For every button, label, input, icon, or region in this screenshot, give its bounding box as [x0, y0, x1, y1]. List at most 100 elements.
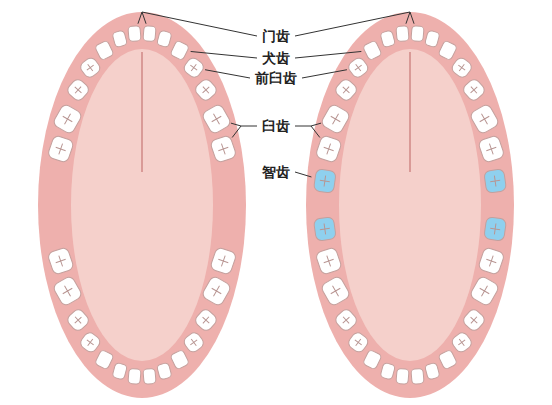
- tooth-crown: [346, 330, 370, 354]
- wisdom-tooth: [313, 217, 336, 242]
- tooth-crown: [450, 56, 474, 80]
- leader-line: [406, 12, 410, 24]
- tooth-crown: [170, 349, 190, 370]
- tooth-cusp: [322, 254, 336, 268]
- tooth-crown: [438, 40, 458, 61]
- tooth-cusp: [340, 314, 353, 327]
- palate: [339, 49, 481, 361]
- tooth-crown: [65, 307, 90, 332]
- tooth-crown: [112, 30, 127, 48]
- leader-line: [205, 70, 250, 78]
- gum: [306, 12, 514, 398]
- tooth-type-label: 臼齿: [261, 118, 291, 135]
- tooth-cusp: [456, 336, 468, 348]
- tooth-crown: [65, 77, 90, 102]
- tooth: [425, 362, 440, 380]
- tooth-cusp: [489, 175, 500, 187]
- tooth-cusp: [484, 142, 498, 156]
- tooth-crown: [143, 368, 156, 384]
- tooth-cusp: [60, 111, 76, 127]
- tooth: [201, 103, 232, 135]
- tooth-crown: [425, 30, 440, 48]
- tooth-cusp: [319, 223, 330, 235]
- tooth-crown: [210, 135, 237, 164]
- tooth-cusp: [484, 254, 498, 268]
- tooth-crown: [461, 77, 486, 102]
- tooth: [380, 30, 395, 48]
- tooth-crown: [411, 26, 424, 42]
- tooth: [320, 103, 351, 135]
- tooth: [333, 77, 358, 102]
- tooth: [193, 77, 218, 102]
- tooth: [210, 135, 237, 164]
- tooth-crown: [315, 247, 342, 276]
- tooth-type-label: 门齿: [261, 28, 291, 45]
- palatine-raphe: [409, 52, 411, 172]
- leader-line: [191, 51, 257, 58]
- wisdom-tooth: [484, 217, 507, 242]
- tooth-cusp: [209, 283, 225, 299]
- tooth: [112, 30, 127, 48]
- tooth: [143, 368, 156, 384]
- tooth: [469, 275, 500, 307]
- tooth-crown: [210, 247, 237, 276]
- tooth-type-label: 智齿: [261, 164, 291, 181]
- tooth: [47, 247, 74, 276]
- tooth: [396, 26, 409, 42]
- tooth: [210, 247, 237, 276]
- tooth-crown: [95, 40, 115, 61]
- tooth-crown: [201, 275, 232, 307]
- tooth-cusp: [468, 314, 481, 327]
- tooth-cusp: [216, 142, 230, 156]
- tooth: [193, 307, 218, 332]
- palate: [71, 49, 213, 361]
- leader-line: [311, 126, 320, 138]
- tooth-crown: [128, 368, 141, 384]
- tooth-crown: [469, 275, 500, 307]
- tooth: [438, 40, 458, 61]
- tooth: [346, 330, 370, 354]
- tooth: [112, 362, 127, 380]
- tooth-crown: [484, 169, 507, 194]
- tooth: [469, 103, 500, 135]
- leader-line: [142, 12, 257, 36]
- tooth: [315, 135, 342, 164]
- tooth-crown: [95, 349, 115, 370]
- tooth: [478, 135, 505, 164]
- tooth-cusp: [352, 62, 364, 74]
- tooth: [52, 103, 83, 135]
- wisdom-tooth: [484, 169, 507, 194]
- tooth-crown: [52, 275, 83, 307]
- tooth-crown: [170, 40, 190, 61]
- tooth: [128, 26, 141, 42]
- tooth-crown: [484, 217, 507, 242]
- tooth: [333, 307, 358, 332]
- tooth-crown: [461, 307, 486, 332]
- tooth: [363, 40, 383, 61]
- tooth-crown: [52, 103, 83, 135]
- tooth-crown: [313, 217, 336, 242]
- tooth-cusp: [188, 62, 200, 74]
- tooth: [170, 40, 190, 61]
- tooth-cusp: [477, 283, 493, 299]
- tooth-cusp: [322, 142, 336, 156]
- tooth-crown: [47, 135, 74, 164]
- tooth: [363, 349, 383, 370]
- tooth-crown: [469, 103, 500, 135]
- tooth-crown: [396, 26, 409, 42]
- tooth-crown: [78, 56, 102, 80]
- tooth-crown: [157, 362, 172, 380]
- tooth: [65, 307, 90, 332]
- tooth: [450, 56, 474, 80]
- tooth-type-label: 犬齿: [261, 50, 291, 67]
- tooth: [396, 368, 409, 384]
- tooth: [461, 307, 486, 332]
- tooth-crown: [47, 247, 74, 276]
- leader-line: [410, 12, 414, 24]
- tooth: [201, 275, 232, 307]
- tooth: [380, 362, 395, 380]
- tooth-cusp: [216, 254, 230, 268]
- tooth: [128, 368, 141, 384]
- tooth: [346, 56, 370, 80]
- tooth: [95, 349, 115, 370]
